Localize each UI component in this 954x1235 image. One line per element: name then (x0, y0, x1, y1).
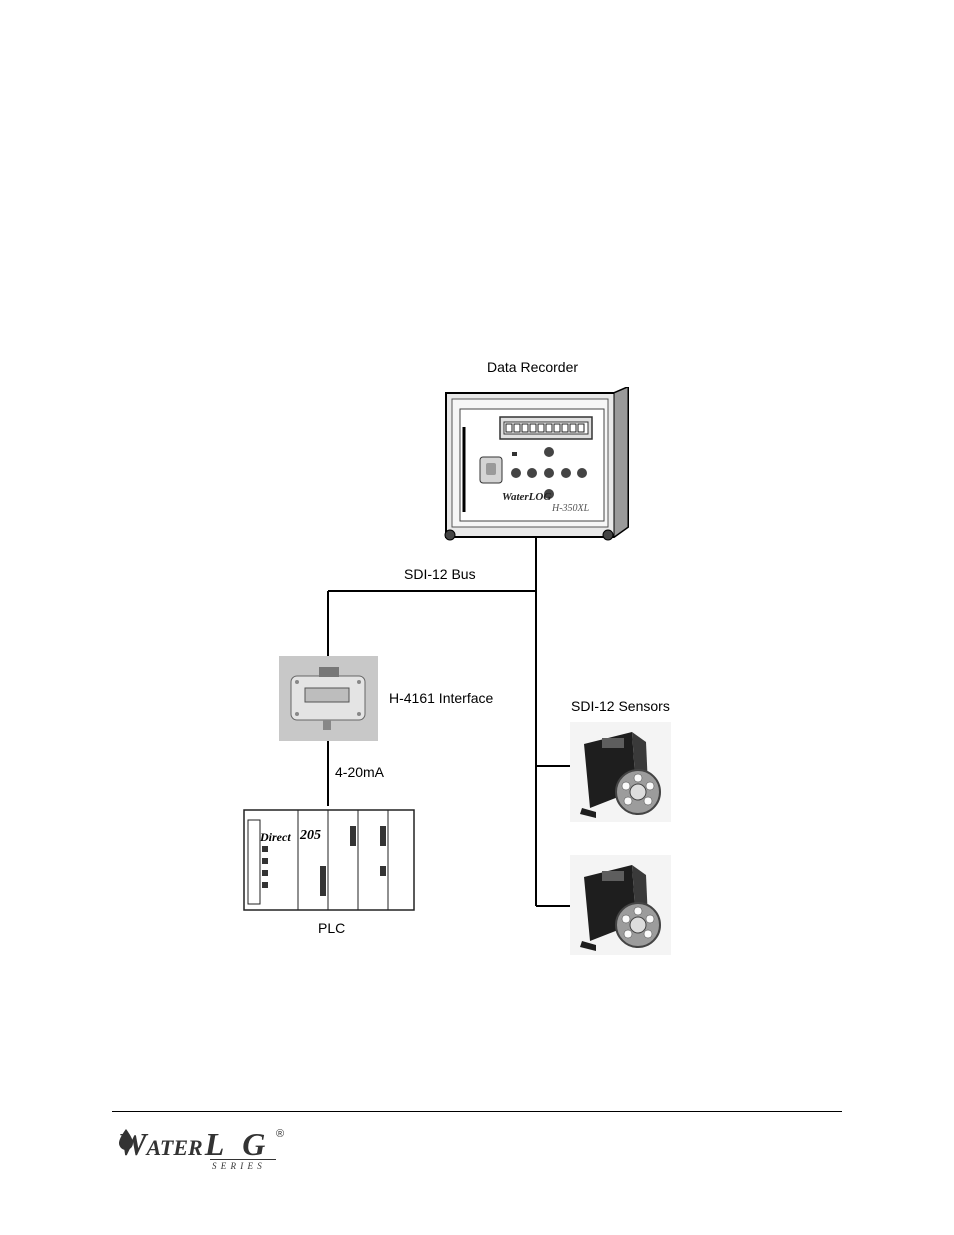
logo-series-text: S E R I E S (212, 1161, 263, 1171)
logo-registered-mark: ® (276, 1128, 284, 1140)
logo-letters-ater: ATER (146, 1135, 202, 1160)
recorder-brand: WaterLOG (502, 491, 551, 503)
plc-model: 205 (300, 828, 321, 844)
data-recorder: WaterLOG H-350XL (442, 387, 630, 543)
label-plc: PLC (318, 920, 345, 936)
plc-brand: Direct (260, 830, 291, 845)
waterlog-series-logo: WATERLG ® S E R I E S (118, 1128, 298, 1174)
recorder-model: H-350XL (552, 503, 589, 514)
sdi12-sensor-2 (570, 855, 671, 955)
plc: Direct 205 (240, 806, 420, 916)
footer-rule (112, 1111, 842, 1112)
label-sdi12-sensors: SDI-12 Sensors (571, 698, 670, 714)
label-sdi12-bus: SDI-12 Bus (404, 566, 476, 582)
h4161-interface (279, 656, 378, 741)
sdi12-sensor-1 (570, 722, 671, 822)
label-data-recorder: Data Recorder (487, 359, 578, 375)
logo-letter-g: G (242, 1126, 265, 1162)
logo-drop-icon (225, 1135, 241, 1157)
label-h4161-interface: H-4161 Interface (389, 690, 493, 706)
logo-letter-l: L (205, 1126, 225, 1162)
label-4-20ma: 4-20mA (335, 764, 384, 780)
